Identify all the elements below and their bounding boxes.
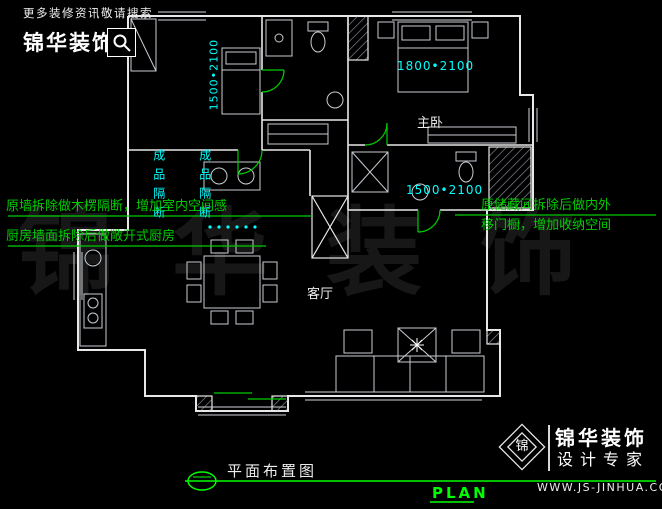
interior-walls xyxy=(128,16,533,211)
annotation-storage-line2: 移门橱，增加收纳空间 xyxy=(481,218,612,233)
annotation-storage-line1: 原储藏间拆除后做内外 xyxy=(481,198,612,213)
brand-logo-character: 锦 xyxy=(515,439,529,454)
annotation-leader-lines xyxy=(8,214,656,247)
brand-name: 锦华装饰 xyxy=(555,426,647,450)
search-button[interactable] xyxy=(107,28,136,57)
dimension-bedroom-window: 1500•2100 xyxy=(207,38,221,111)
brand-diamond-logo xyxy=(498,423,546,471)
furniture xyxy=(79,18,517,393)
dimension-master-window: 1800•2100 xyxy=(397,59,475,73)
brand-divider xyxy=(548,425,550,471)
drawing-title: 平面布置图 xyxy=(227,462,318,480)
header-brand-logo-text: 锦华装饰 xyxy=(23,31,115,55)
structural-columns xyxy=(195,15,532,412)
dimension-bath-window: 1500•2100 xyxy=(406,183,484,197)
annotation-wall-removal: 原墙拆除做木楞隔断，增加室内空间感 xyxy=(6,199,228,214)
header-tagline: 更多装修资讯敬请搜索 xyxy=(23,6,153,20)
ceiling-light-dots xyxy=(208,225,257,229)
annotation-kitchen-open: 厨房墙面拆除后做敞开式厨房 xyxy=(6,229,176,244)
brand-tagline: 设计专家 xyxy=(557,450,650,469)
search-icon xyxy=(113,34,131,52)
doors xyxy=(214,69,441,400)
plant-icon xyxy=(410,338,424,352)
title-block-lines xyxy=(185,471,656,503)
partition-label-right: 成品隔断 xyxy=(197,149,212,225)
room-label-master-bedroom: 主卧 xyxy=(417,116,444,131)
brand-website: WWW.JS-JINHUA.COM xyxy=(537,481,662,494)
partition-label-left: 成品隔断 xyxy=(151,149,166,225)
plan-label: PLAN xyxy=(432,484,489,502)
room-label-living-room: 客厅 xyxy=(307,287,334,302)
